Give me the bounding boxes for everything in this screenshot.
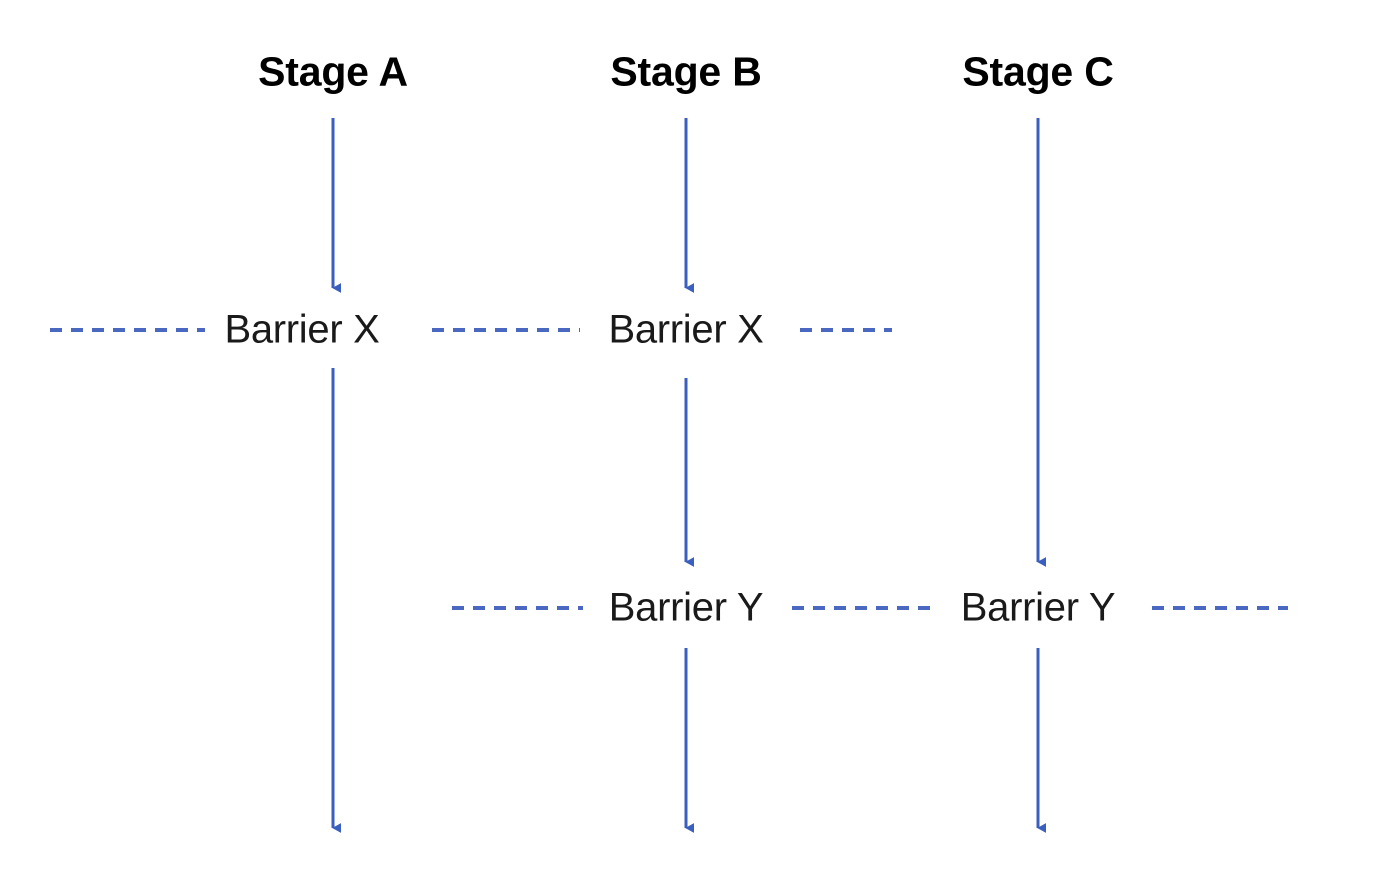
barrier-y-row-label-2: Barrier Y — [947, 585, 1129, 631]
barrier-x-row-label-2: Barrier X — [595, 307, 777, 353]
stage-header-stage-a: Stage A — [258, 48, 408, 95]
barrier-x-row-label-1: Barrier X — [211, 307, 393, 353]
stage-header-stage-b: Stage B — [610, 48, 762, 95]
stage-header-stage-c: Stage C — [962, 48, 1114, 95]
dashed-barrier-line-layer — [50, 328, 1288, 610]
arrow-layer — [331, 118, 1047, 833]
barrier-y-row-label-1: Barrier Y — [595, 585, 777, 631]
